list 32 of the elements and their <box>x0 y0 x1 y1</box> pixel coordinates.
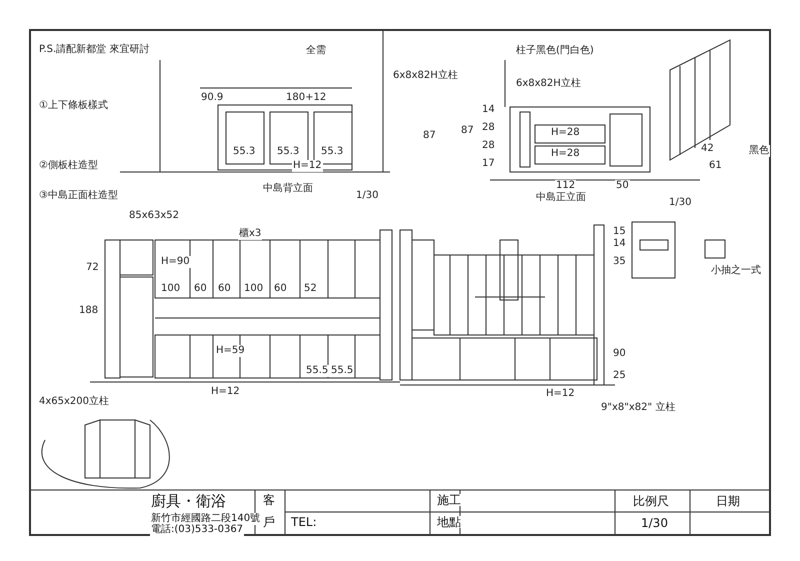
note-text: 6x8x82H立柱 <box>515 78 582 90</box>
title-block-text: 廚具・衛浴 <box>150 495 227 507</box>
note-text: ③中島正面柱造型 <box>38 190 119 202</box>
title-block-text: 新竹市經國路二段140號 <box>150 513 262 525</box>
dimension-label: H=59 <box>215 345 246 357</box>
title-block-text: 1/30 <box>640 517 669 529</box>
note-text: 櫃x3 <box>238 228 262 240</box>
title-block-text: 日期 <box>715 495 741 507</box>
note-text: 全需 <box>305 45 327 57</box>
note-text: 4x65x200立柱 <box>38 396 110 408</box>
title-block-text: 電話:(03)533-0367 <box>150 524 244 536</box>
note-text: 6x8x82H立柱 <box>392 70 459 82</box>
dimension-label: 55.5 <box>305 365 330 377</box>
dimension-label: H=90 <box>160 256 191 268</box>
title-block-text: TEL: <box>290 516 318 528</box>
note-text: 9"x8"x82" 立柱 <box>600 402 676 414</box>
note-text: 小抽之一式 <box>710 265 762 277</box>
title-block-text: 戶 <box>262 516 276 528</box>
dimension-label: H=12 <box>292 160 323 172</box>
note-text: 黑色 <box>748 145 770 157</box>
note-text: ②側板柱造型 <box>38 160 99 172</box>
title-block-text: 比例尺 <box>632 495 670 507</box>
title-block-text: 施工 <box>436 494 462 506</box>
dimension-label: 1/30 <box>668 197 692 209</box>
note-text: 中島正立面 <box>535 192 587 204</box>
note-text: ①上下條板樣式 <box>38 100 109 112</box>
title-block-text: 地點 <box>436 516 462 528</box>
note-text: 中島背立面 <box>262 183 314 195</box>
dimension-label: 1/30 <box>355 190 380 202</box>
note-text: P.S.請配新都堂 來宜研討 <box>38 44 150 56</box>
note-text: 柱子黑色(門白色) <box>515 45 595 57</box>
title-block-text: 客 <box>262 494 276 506</box>
